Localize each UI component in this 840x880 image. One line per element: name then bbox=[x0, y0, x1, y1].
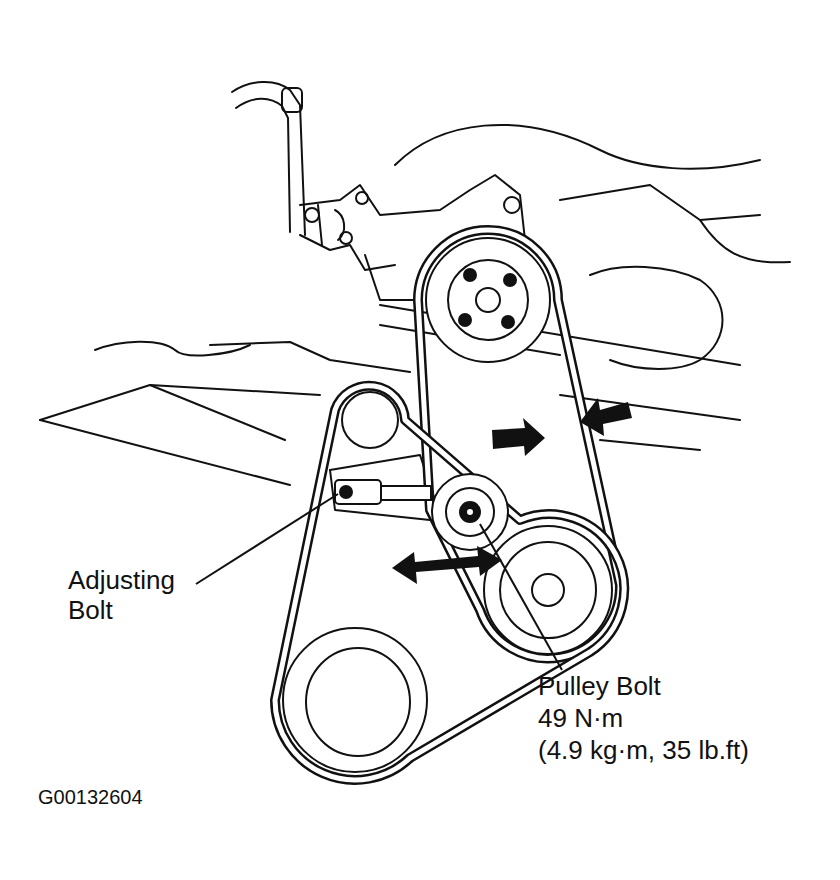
part-label: Adjusting Bolt bbox=[68, 566, 218, 626]
illustration-line bbox=[504, 197, 520, 213]
illustration-line bbox=[700, 220, 790, 262]
illustration-line bbox=[95, 342, 250, 356]
illustration-line bbox=[330, 455, 435, 500]
illustration-line bbox=[300, 235, 395, 270]
illustration-line bbox=[340, 232, 352, 244]
illustration-line bbox=[365, 255, 420, 300]
illustration-line bbox=[196, 494, 338, 584]
illustration-line bbox=[480, 524, 562, 670]
illustration-line bbox=[446, 488, 494, 536]
illustration-line bbox=[432, 474, 508, 550]
label-text: (4.9 kg·m, 35 lb.ft) bbox=[538, 735, 749, 765]
illustration-line bbox=[460, 502, 480, 522]
illustration-line bbox=[335, 480, 381, 504]
leader-line bbox=[196, 494, 562, 670]
illustration-line bbox=[283, 628, 427, 772]
part-label: Pulley Bolt bbox=[538, 672, 661, 702]
illustration-line bbox=[356, 192, 368, 204]
illustration-line bbox=[282, 88, 302, 112]
illustration-line bbox=[305, 208, 319, 222]
illustration-line bbox=[342, 392, 398, 448]
illustration-line bbox=[275, 386, 624, 780]
label-text: Adjusting Bolt bbox=[68, 565, 175, 625]
label-text: Pulley Bolt bbox=[538, 671, 661, 701]
illustration-line bbox=[236, 99, 290, 232]
illustration-line bbox=[580, 398, 632, 436]
illustration-line bbox=[381, 486, 431, 500]
illustration-line bbox=[492, 418, 545, 456]
illustration-line bbox=[330, 470, 430, 520]
illustration-line bbox=[448, 260, 528, 340]
torque-spec: 49 N·m bbox=[538, 704, 623, 734]
illustration-line bbox=[232, 82, 305, 235]
illustration-line bbox=[500, 542, 596, 638]
illustration-line bbox=[395, 125, 760, 169]
illustration-line bbox=[459, 314, 471, 326]
illustration-line bbox=[40, 420, 290, 485]
illustration-line bbox=[426, 238, 550, 362]
illustration-line bbox=[464, 269, 476, 281]
torque-spec: (4.9 kg·m, 35 lb.ft) bbox=[538, 736, 749, 766]
illustration-line bbox=[560, 185, 760, 220]
illustration-line bbox=[532, 574, 564, 606]
label-text: G00132604 bbox=[38, 786, 143, 808]
illustration-line bbox=[600, 440, 700, 450]
illustration-line bbox=[466, 508, 474, 516]
illustration-line bbox=[40, 385, 285, 440]
figure-code: G00132604 bbox=[38, 786, 143, 809]
illustration-line bbox=[275, 386, 624, 780]
illustration-line bbox=[502, 316, 514, 328]
illustration-line bbox=[590, 267, 723, 369]
label-text: 49 N·m bbox=[538, 703, 623, 733]
illustration-line bbox=[484, 526, 612, 654]
illustration-line bbox=[476, 288, 500, 312]
illustration-line bbox=[150, 385, 320, 395]
illustration-line bbox=[504, 274, 516, 286]
illustration-line bbox=[306, 648, 410, 756]
illustration-line bbox=[340, 486, 352, 498]
illustration-line bbox=[392, 546, 502, 584]
direction-arrows bbox=[392, 398, 632, 584]
illustration-line bbox=[210, 342, 410, 372]
